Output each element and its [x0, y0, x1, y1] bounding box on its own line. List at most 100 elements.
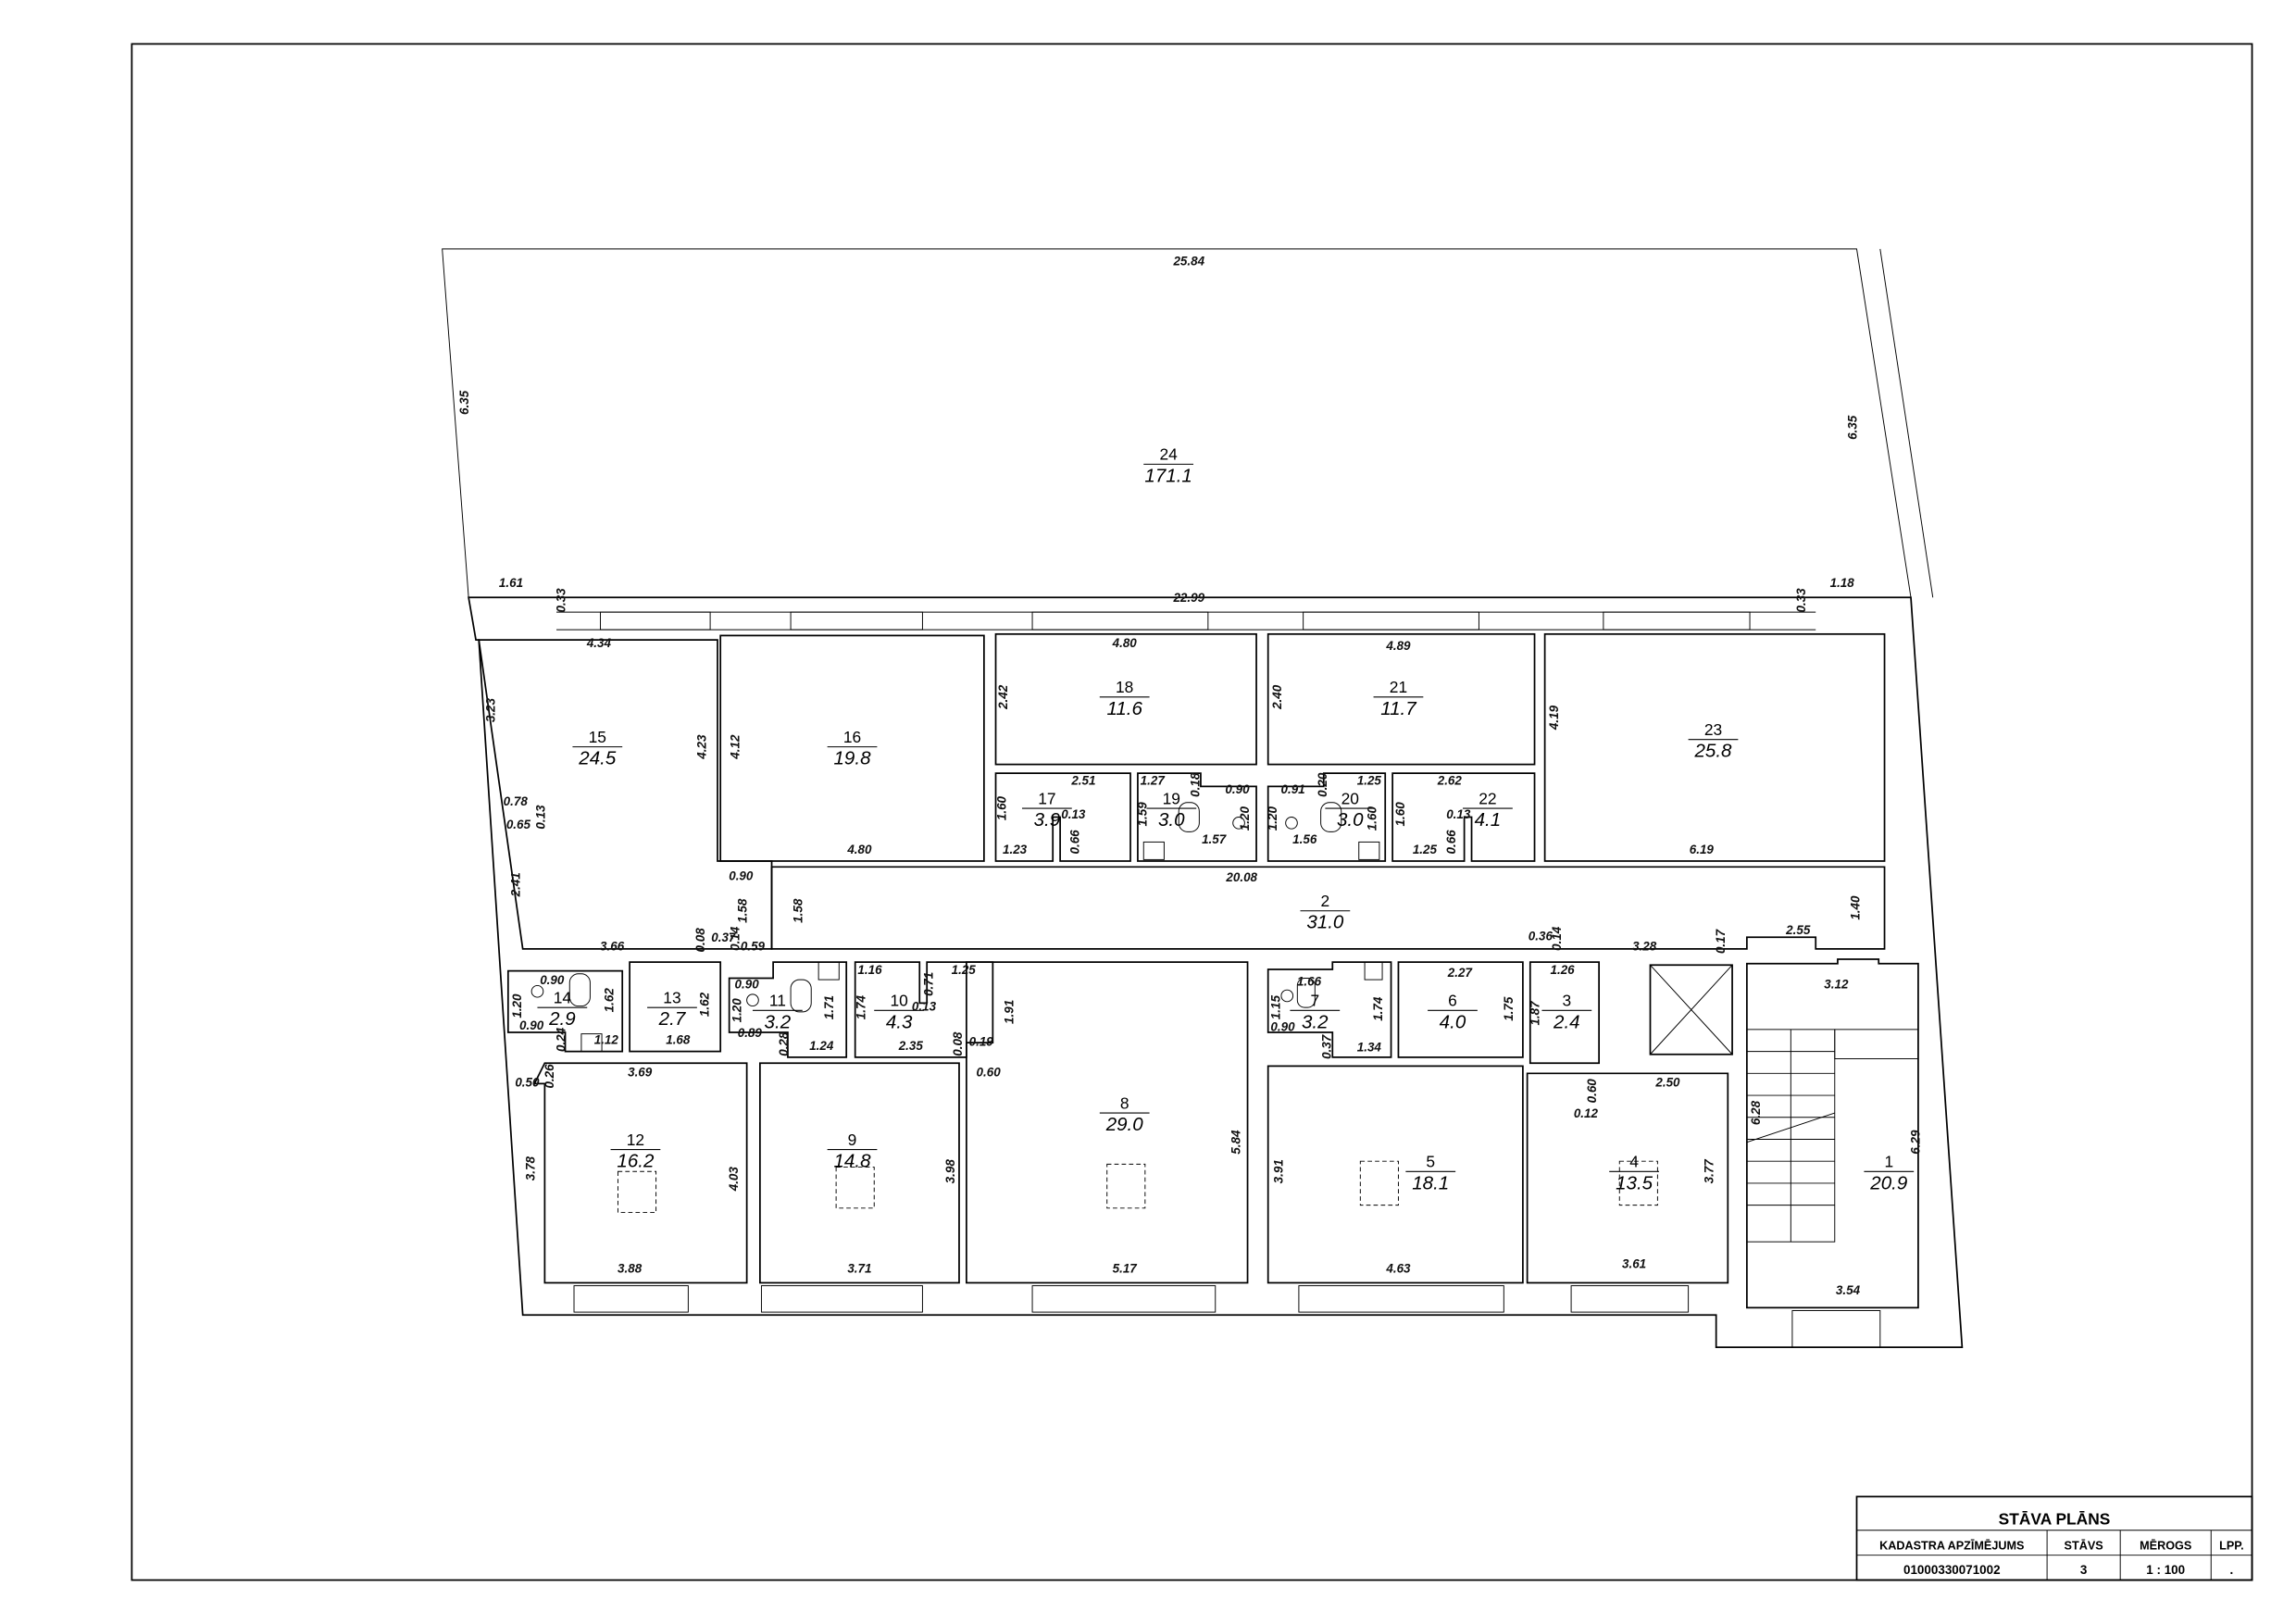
dimension-label: 3.71 [847, 1261, 871, 1275]
room-number: 5 [1426, 1153, 1435, 1171]
room-number: 24 [1159, 445, 1178, 464]
dimension-label: 6.19 [1690, 843, 1715, 856]
dimension-label: 0.59 [741, 939, 766, 953]
dimension-label: 1.15 [1268, 995, 1282, 1020]
dimension-label: 3.66 [600, 939, 625, 953]
dimension-label: 0.66 [1068, 830, 1082, 855]
dimension-label: 1.18 [1830, 576, 1855, 590]
room-area: 3.0 [1158, 809, 1185, 831]
room-5 [1267, 1065, 1524, 1284]
room-area: 171.1 [1144, 465, 1192, 486]
dimension-label: 0.17 [1714, 929, 1728, 954]
dimension-label: 0.36 [1529, 929, 1554, 943]
room-number: 10 [890, 992, 907, 1010]
building-outline [468, 596, 1964, 1348]
dimension-label: 4.12 [729, 734, 742, 760]
floor-number: 3 [2080, 1563, 2087, 1577]
dimension-label: 1.74 [855, 995, 868, 1020]
room-number: 7 [1310, 992, 1319, 1010]
title-block-title: STĀVA PLĀNS [1999, 1509, 2111, 1528]
dimension-label: 2.51 [1070, 774, 1095, 788]
room-number: 11 [769, 992, 786, 1010]
dimension-label: 1.66 [1297, 974, 1322, 988]
room-23 [1543, 632, 1886, 862]
room-label-7: 73.2 [1290, 992, 1341, 1032]
room-labels: 24171.11524.51619.81811.62111.72325.8173… [537, 445, 1915, 1193]
room-label-13: 132.7 [647, 988, 697, 1030]
room-area: 24.5 [578, 748, 617, 769]
room-area: 2.9 [548, 1008, 576, 1030]
dimension-label: 1.26 [1551, 963, 1576, 977]
room-area: 16.2 [617, 1151, 655, 1172]
dimension-label: 0.90 [729, 869, 754, 883]
room-16 [719, 634, 985, 862]
dimension-label: 1.60 [1366, 806, 1379, 831]
dimension-label: 0.60 [977, 1065, 1002, 1079]
room-area: 11.6 [1106, 698, 1142, 719]
room-area: 3.2 [1302, 1011, 1329, 1032]
room-number: 6 [1448, 992, 1457, 1010]
dimension-label: 1.20 [1266, 806, 1279, 831]
room-label-17: 173.9 [1021, 789, 1072, 831]
room-area: 31.0 [1306, 912, 1344, 933]
dimension-label: 0.78 [504, 794, 529, 808]
dimension-label: 1.75 [1502, 996, 1516, 1021]
dimension-label: 0.24 [555, 1027, 568, 1052]
boundary-line [1879, 248, 1934, 598]
room-14 [506, 969, 624, 1053]
header-scale: MĒROGS [2140, 1539, 2191, 1552]
dimension-label: 1.40 [1849, 895, 1863, 920]
room-number: 14 [554, 988, 572, 1006]
dimension-label: 1.91 [1002, 1000, 1016, 1024]
room-number: 8 [1120, 1093, 1129, 1112]
room-20 [1267, 772, 1387, 862]
dimension-label: 2.50 [1654, 1076, 1680, 1090]
dimension-label: 1.87 [1528, 1001, 1541, 1026]
room-6 [1397, 961, 1524, 1058]
room-number: 21 [1390, 678, 1407, 696]
room-label-20: 203.0 [1325, 789, 1376, 831]
room-area: 3.9 [1034, 809, 1061, 831]
room-area: 20.9 [1869, 1172, 1907, 1193]
dimension-label: 0.19 [969, 1034, 994, 1048]
dimension-label: 1.62 [698, 992, 712, 1017]
dimension-label: 1.68 [666, 1033, 691, 1047]
header-page: LPP. [2219, 1539, 2243, 1552]
dimension-label: 0.33 [555, 588, 568, 613]
room-4 [1526, 1072, 1729, 1284]
room-label-2: 231.0 [1300, 892, 1351, 933]
room-area: 13.5 [1616, 1172, 1653, 1193]
room-24-outline [442, 248, 1912, 598]
dimension-label: 1.12 [594, 1033, 619, 1047]
dimension-label: 2.41 [508, 872, 522, 897]
dimension-label: 0.90 [1225, 782, 1250, 796]
elevator-shaft [1649, 964, 1733, 1056]
dimension-label: 0.13 [1446, 807, 1471, 821]
room-area: 25.8 [1693, 741, 1732, 762]
dimension-label: 0.18 [1188, 772, 1202, 797]
room-area: 4.1 [1475, 809, 1502, 831]
dimension-label: 2.55 [1785, 923, 1811, 937]
dimension-label: 1.58 [736, 898, 750, 923]
dimension-label: 1.61 [499, 576, 523, 590]
dimension-label: 3.77 [1702, 1159, 1716, 1184]
room-walls [478, 632, 1919, 1309]
dimension-label: 0.37 [1320, 1034, 1334, 1059]
dimension-label: 1.25 [1413, 843, 1438, 856]
dimension-label: 0.91 [1281, 782, 1305, 796]
room-label-19: 193.0 [1146, 789, 1197, 831]
room-area: 14.8 [834, 1151, 872, 1172]
room-area: 2.7 [658, 1008, 687, 1030]
room-21 [1267, 632, 1536, 766]
dimension-label: 0.12 [1574, 1106, 1599, 1120]
dimension-label: 1.74 [1371, 996, 1385, 1021]
dimension-label: 0.50 [515, 1076, 540, 1090]
dimension-label: 3.28 [1632, 939, 1657, 953]
dimension-label: 4.63 [1385, 1261, 1411, 1275]
